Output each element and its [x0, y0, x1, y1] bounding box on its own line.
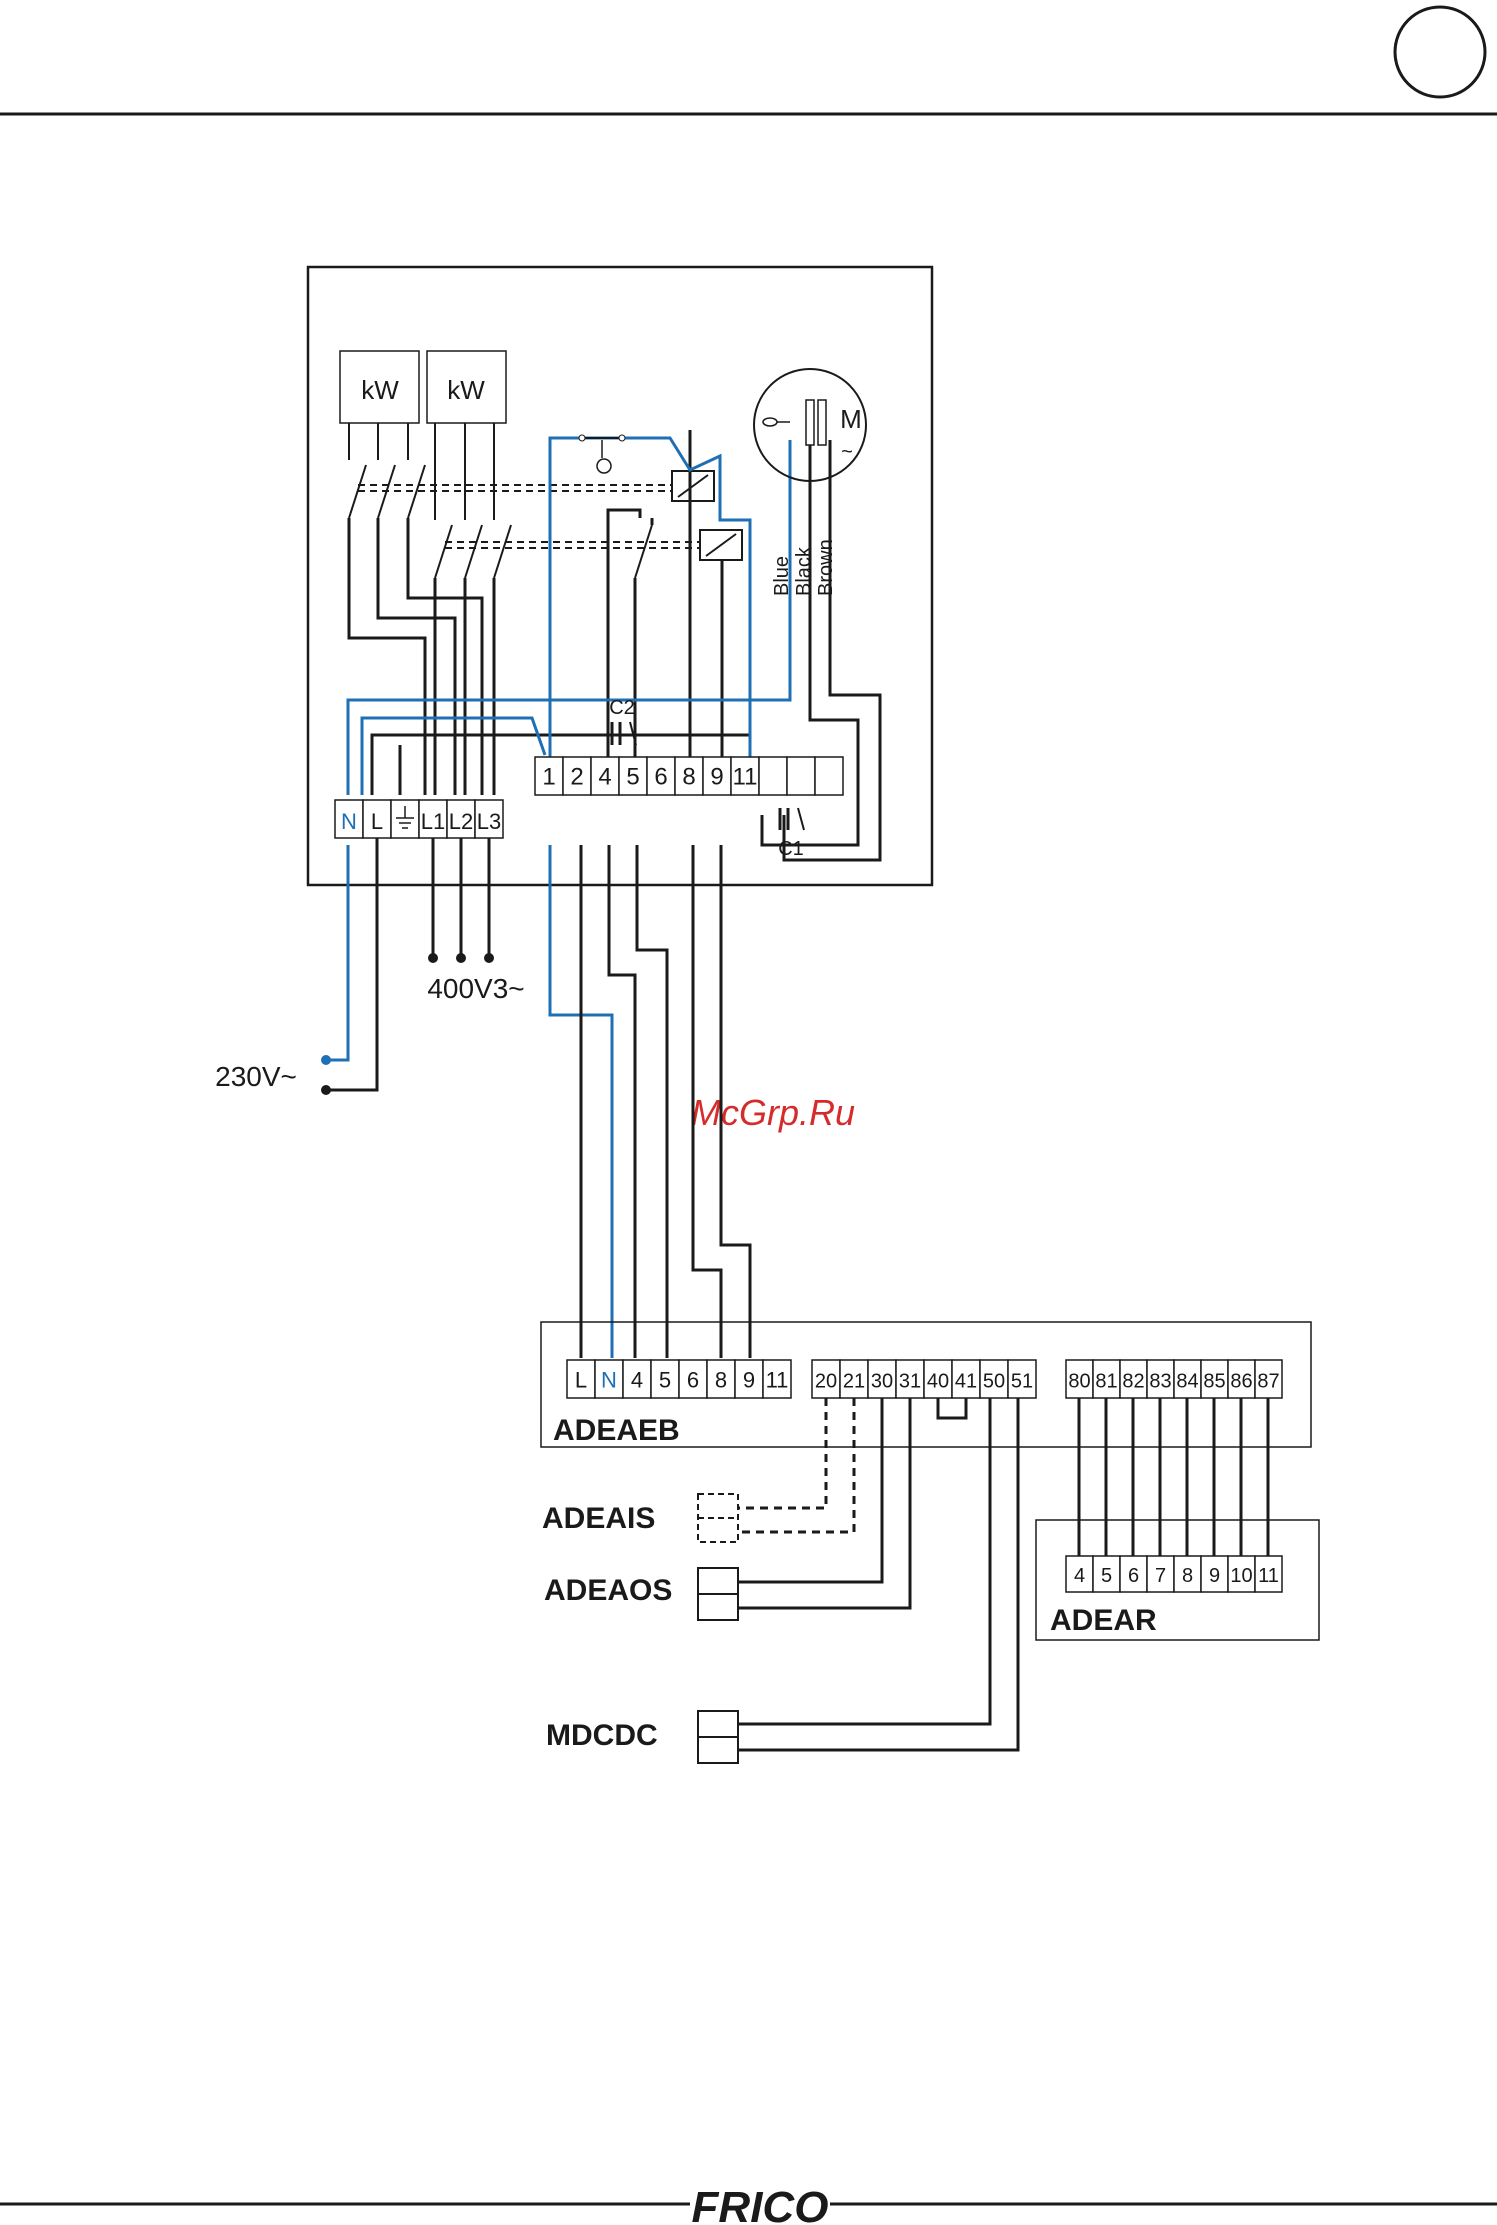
motor-label: M: [840, 404, 862, 434]
wire-label-blue: Blue: [771, 556, 793, 596]
contactor-c2-label: C2: [609, 697, 635, 719]
contactor-c2: C2: [609, 697, 636, 745]
adeaeb-g1-terminal-label: 8: [715, 1367, 727, 1392]
adeaeb-g2-terminal-label: 40: [927, 1370, 949, 1392]
adeaeb-g1-terminal-label: 11: [766, 1367, 789, 1392]
control-terminal-label: 8: [682, 763, 695, 790]
adeaeb-g2-terminal-label: 50: [983, 1370, 1005, 1392]
heater-1: kW: [340, 351, 419, 423]
adeaeb-g3-terminal-label: 83: [1149, 1370, 1171, 1392]
adeaeb-g2-terminal-label: 31: [899, 1370, 921, 1392]
terminal-l: L: [371, 809, 383, 834]
supply-230v: 230V~: [215, 838, 377, 1095]
adeaeb-g1-terminal-label: N: [601, 1367, 617, 1392]
terminal-l1: L1: [421, 809, 445, 834]
adeaeb-g2-terminal-label: 21: [843, 1370, 865, 1392]
control-terminal-cell: [815, 757, 843, 795]
control-terminal-label: 6: [654, 763, 667, 790]
brand-logo: FRICO: [692, 2183, 829, 2225]
contactor-c1: C1: [778, 808, 804, 860]
wire-label-brown: Brown: [815, 539, 837, 596]
adear-label: ADEAR: [1050, 1604, 1157, 1637]
adeaeb-g3-terminal-label: 86: [1230, 1370, 1252, 1392]
control-terminal-label: 4: [598, 763, 611, 790]
adeaeb-g1-terminal-label: L: [575, 1367, 587, 1392]
page-circle-mark: [1395, 7, 1485, 97]
mdcdc-label: MDCDC: [546, 1719, 658, 1752]
adear-wires: [1079, 1398, 1268, 1556]
motor-ac-label: ~: [841, 441, 853, 463]
adear-terminal-label: 4: [1074, 1565, 1085, 1587]
supply-230v-label: 230V~: [215, 1061, 297, 1092]
adeaeb-g1-terminal-label: 9: [743, 1367, 755, 1392]
control-terminal-label: 9: [710, 763, 723, 790]
adear-terminal-label: 5: [1101, 1565, 1112, 1587]
adeaeb-g2-terminal-label: 30: [871, 1370, 893, 1392]
adeaeb-g2-terminal-label: 20: [815, 1370, 837, 1392]
adeaeb-g1-terminal-label: 5: [659, 1367, 671, 1392]
power-terminal-block: N L L1 L2 L3: [335, 800, 503, 838]
heater-1-label: kW: [361, 375, 399, 405]
adeaeb-g1-terminal-label: 4: [631, 1367, 643, 1392]
heater-2-label: kW: [447, 375, 485, 405]
adeaeb-g3-terminal-label: 87: [1257, 1370, 1279, 1392]
contactor-c1-label: C1: [778, 838, 804, 860]
adear-terminal-label: 11: [1258, 1565, 1279, 1587]
adeaeb-g3-terminal-label: 81: [1095, 1370, 1117, 1392]
supply-400v-label: 400V3~: [427, 973, 524, 1004]
adeaeb-g3-terminal-label: 80: [1068, 1370, 1090, 1392]
heater-2: kW: [427, 351, 506, 423]
adear-terminal-label: 8: [1182, 1565, 1193, 1587]
adeaeb-label: ADEAEB: [553, 1414, 680, 1447]
adear-terminal-label: 7: [1155, 1565, 1166, 1587]
adeais-label: ADEAIS: [542, 1502, 655, 1535]
adeaeb-g3-terminal-label: 85: [1203, 1370, 1225, 1392]
watermark: McGrp.Ru: [691, 1092, 855, 1133]
adeaeb-g2-terminal-label: 51: [1011, 1370, 1033, 1392]
jumper-40-41: [938, 1398, 966, 1418]
wire-label-black: Black: [793, 546, 815, 596]
control-terminal-label: 11: [733, 763, 758, 790]
adeaeb-g3-terminal-label: 82: [1122, 1370, 1144, 1392]
control-terminal-label: 2: [570, 763, 583, 790]
terminal-l3: L3: [477, 809, 501, 834]
adear-terminal-label: 10: [1230, 1565, 1252, 1587]
adear-terminal-label: 9: [1209, 1565, 1220, 1587]
relay-coils: [672, 471, 742, 560]
adear-terminal-label: 6: [1128, 1565, 1139, 1587]
terminal-n: N: [341, 809, 357, 834]
fan-icon: [763, 418, 790, 426]
thermostat-icon: [579, 435, 625, 473]
supply-400v: 400V3~: [427, 838, 524, 1004]
terminal-l2: L2: [449, 809, 473, 834]
control-terminal-cell: [787, 757, 815, 795]
heater-leads: [349, 423, 494, 520]
control-terminal-cell: [759, 757, 787, 795]
adeaeb-g2-terminal-label: 41: [955, 1370, 977, 1392]
control-terminal-label: 5: [626, 763, 639, 790]
adeaeb-g1-terminal-label: 6: [687, 1367, 699, 1392]
control-terminal-label: 1: [542, 763, 555, 790]
adeaeb-g3-terminal-label: 84: [1176, 1370, 1198, 1392]
adeaos-label: ADEAOS: [544, 1574, 672, 1607]
adeaeb-terminal-group-2: 20 21 30 31 40 41 50 51: [812, 1360, 1036, 1398]
